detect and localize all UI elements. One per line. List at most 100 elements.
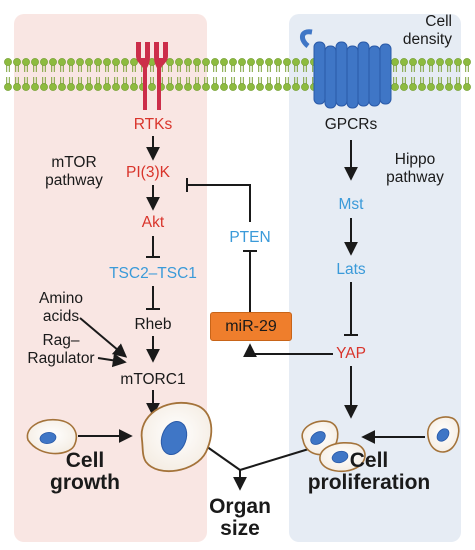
proliferation-line2: proliferation — [307, 471, 431, 495]
gpcr-receptor-icon — [300, 29, 392, 109]
node-akt: Akt — [141, 214, 165, 231]
lipid-head — [211, 83, 219, 91]
node-tsc: TSC2–TSC1 — [109, 265, 197, 282]
lipid-head — [274, 58, 282, 66]
lipid-head — [418, 58, 426, 66]
lipid-head — [292, 83, 300, 91]
mir29-box: miR-29 — [210, 312, 292, 341]
cell-density-label: Cell density — [372, 14, 452, 47]
node-pi3k: PI(3)K — [126, 164, 170, 181]
lipid-head — [148, 83, 156, 91]
lipid-head — [121, 58, 129, 66]
node-rheb: Rheb — [134, 316, 172, 333]
organ-line2: size — [220, 517, 260, 541]
proliferation-line1: Cell — [349, 449, 389, 472]
hippo-panel-background — [289, 14, 461, 542]
lipid-head — [94, 58, 102, 66]
node-yap: YAP — [336, 345, 366, 362]
lipid-head — [202, 83, 210, 91]
lipid-head — [427, 83, 435, 91]
small-cell-icon-left — [26, 418, 78, 455]
hippo-pathway-arrows — [344, 140, 425, 444]
lipid-head — [418, 83, 426, 91]
node-rtks: RTKs — [133, 116, 173, 133]
rag-ragulator-label: Rag– Ragulator — [20, 333, 102, 366]
lipid-head — [58, 83, 66, 91]
lipid-head — [13, 58, 21, 66]
lipid-head — [130, 58, 138, 66]
mtor-pathway-arrows — [78, 136, 160, 443]
node-pten: PTEN — [229, 229, 271, 246]
lipid-head — [211, 58, 219, 66]
node-gpcrs: GPCRs — [324, 116, 378, 133]
hippo-pathway-label: Hippo pathway — [380, 152, 450, 185]
organ-size-label: Organ size — [200, 495, 280, 541]
lipid-head — [265, 83, 273, 91]
growth-line1: Cell — [65, 449, 105, 472]
lipid-head — [220, 83, 228, 91]
hippo-label-line2: pathway — [386, 168, 444, 186]
lipid-head — [85, 58, 93, 66]
lipid-head — [409, 83, 417, 91]
mtor-pathway-label: mTOR pathway — [34, 155, 114, 188]
lipid-head — [229, 83, 237, 91]
lipid-head — [445, 83, 453, 91]
cell-proliferation-label: Cell proliferation — [294, 449, 444, 495]
lipid-head — [229, 58, 237, 66]
lipid-head — [274, 83, 282, 91]
node-mir29: miR-29 — [225, 318, 277, 335]
lipid-head — [238, 58, 246, 66]
lipid-head — [13, 83, 21, 91]
crosstalk-arrows — [186, 178, 333, 358]
rag-line1: Rag– — [42, 332, 80, 349]
lipid-head — [22, 83, 30, 91]
rag-line2: Ragulator — [27, 349, 95, 367]
lipid-head — [283, 83, 291, 91]
lipid-head — [166, 83, 174, 91]
node-lats: Lats — [336, 261, 366, 278]
lipid-head — [445, 58, 453, 66]
node-mst: Mst — [338, 196, 364, 213]
dividing-cells-icon — [301, 420, 366, 473]
lipid-head — [238, 83, 246, 91]
lipid-head — [121, 83, 129, 91]
lipid-head — [247, 58, 255, 66]
organ-size-arrows — [202, 443, 313, 491]
lipid-head — [400, 83, 408, 91]
lipid-head — [58, 58, 66, 66]
lipid-head — [436, 83, 444, 91]
organ-line1: Organ — [209, 495, 271, 518]
lipid-head — [94, 83, 102, 91]
lipid-head — [265, 58, 273, 66]
lipid-head — [175, 58, 183, 66]
lipid-head — [112, 83, 120, 91]
lipid-head — [4, 58, 12, 66]
lipid-head — [40, 83, 48, 91]
lipid-head — [436, 58, 444, 66]
lipid-head — [256, 58, 264, 66]
lipid-head — [175, 83, 183, 91]
lipid-head — [166, 58, 174, 66]
lipid-head — [76, 83, 84, 91]
lipid-head — [103, 83, 111, 91]
lipid-head — [427, 58, 435, 66]
lipid-head — [391, 83, 399, 91]
lipid-head — [256, 83, 264, 91]
lipid-head — [31, 58, 39, 66]
lipid-head — [31, 83, 39, 91]
lipid-head — [67, 58, 75, 66]
mtor-label-line2: pathway — [45, 171, 103, 189]
growth-line2: growth — [50, 471, 120, 495]
cell-density-line2: density — [402, 30, 452, 48]
amino-line2: acids — [42, 307, 80, 325]
lipid-head — [67, 83, 75, 91]
lipid-head — [301, 83, 309, 91]
lipid-head — [454, 58, 462, 66]
node-mtorc1: mTORC1 — [120, 371, 186, 388]
amino-line1: Amino — [39, 290, 83, 307]
lipid-head — [283, 58, 291, 66]
large-cell-icon-growth — [140, 402, 213, 472]
small-cell-icon-right — [427, 416, 460, 453]
lipid-head — [76, 58, 84, 66]
